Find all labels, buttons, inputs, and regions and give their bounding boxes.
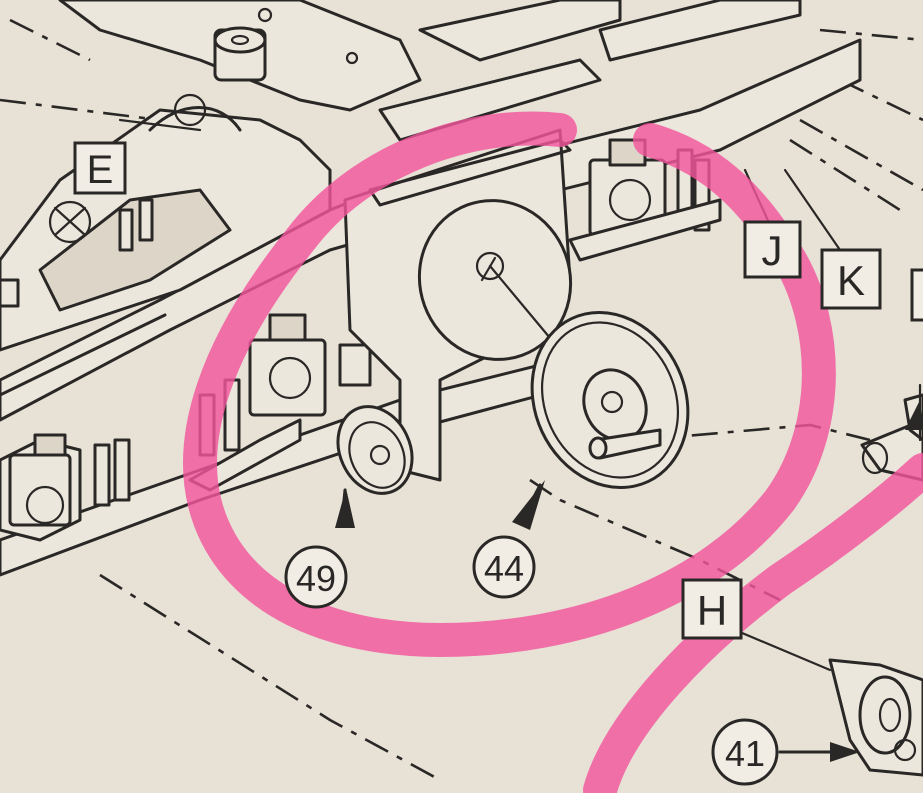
letter-label-j: J [743,220,802,279]
letter-label-partial-right [910,268,923,322]
bearing-block-center [188,313,372,492]
letter-label-j-text: J [762,227,783,274]
callout-41: 41 [711,718,779,786]
coupling-part-41 [828,658,923,777]
callout-49: 49 [284,545,348,609]
bearing-block-left [0,433,131,542]
washer-part-49 [336,405,414,495]
letter-label-k-text: K [837,257,865,304]
callout-41-text: 41 [725,733,765,774]
callout-44-text: 44 [484,548,524,589]
leader-lines [335,168,923,762]
gearbox-housing [343,128,573,482]
callout-44: 44 [472,535,536,599]
highlighter-marker-loop [183,111,923,793]
letter-label-h-text: H [697,587,727,634]
letter-label-k: K [820,248,882,310]
wheel-part-44 [530,310,690,490]
callout-49-text: 49 [296,558,336,599]
letter-label-e-text: E [87,148,114,192]
letter-label-e: E [73,141,127,195]
letter-label-h: H [681,578,743,640]
